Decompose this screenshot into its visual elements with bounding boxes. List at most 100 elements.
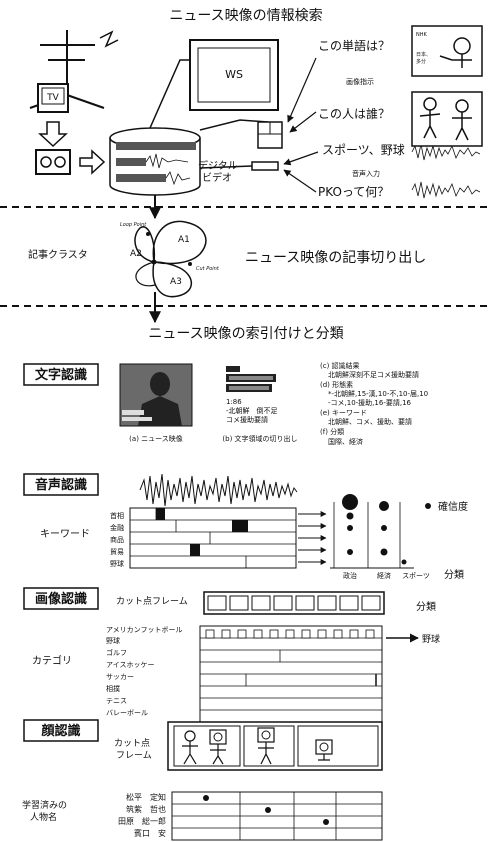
cluster-title: ニュース映像の記事切り出し <box>245 249 426 266</box>
confidence-matrix <box>330 494 431 569</box>
keyword-row-label: 首相 <box>110 511 124 520</box>
keyword-grid <box>129 507 297 569</box>
caption-news-video: (a) ニュース映像 <box>129 434 183 443</box>
keyword-arrows <box>298 511 327 565</box>
arrow-query-word <box>287 57 317 123</box>
image-label-box <box>23 587 99 610</box>
digital-video-label-1: デジタル <box>198 159 238 172</box>
digital-video-storage-icon <box>109 127 201 196</box>
voice-input-label: 音声入力 <box>352 169 380 178</box>
small-caption-1: 日本、 <box>416 51 431 58</box>
digital-video-label-2: ビデオ <box>202 171 232 184</box>
ws-label: WS <box>225 68 243 81</box>
microphone-icon <box>199 161 279 171</box>
extract-line-1: 1:86 <box>226 398 242 406</box>
result-line: 北朝鮮、コメ、援助、要請 <box>328 417 412 426</box>
nhk-label: NHK <box>416 32 428 38</box>
category-row-label: バレーボール <box>106 709 148 717</box>
char-label: 文字認識 <box>35 367 87 383</box>
extract-line-2: -北朝鮮 倒不足 <box>226 406 278 415</box>
region-a1: A1 <box>178 235 190 245</box>
keyword-row-label: 商品 <box>110 535 124 544</box>
query-pko: PKOって何？ <box>318 185 389 199</box>
person-name: 賓口 安 <box>134 828 166 838</box>
tv-label: TV <box>46 93 59 103</box>
category-label: カテゴリ <box>32 654 72 667</box>
voice-label-box <box>23 473 99 496</box>
mouse-icon <box>257 121 283 149</box>
result-line: (e) キーワード <box>320 409 367 417</box>
image-instruction-label: 画像指示 <box>346 77 374 86</box>
char-label-box <box>23 363 99 386</box>
loop-point-label: Loop Point <box>120 222 147 228</box>
article-cluster-diagram <box>134 220 207 298</box>
category-row-label: サッカー <box>106 673 134 681</box>
voice-label: 音声認識 <box>35 477 87 493</box>
vcr-cassette-icon <box>35 149 71 175</box>
keyword-row-label: 野球 <box>110 559 124 568</box>
face-cut-frames <box>167 721 383 771</box>
arrow-query-person <box>289 111 317 133</box>
image-classification-label: 分類 <box>416 601 436 613</box>
voice-category: 政治 <box>343 571 357 580</box>
keyword-row-label: 金融 <box>110 523 124 532</box>
result-line: (c) 認識結果 <box>320 361 360 370</box>
query-sports: スポーツ、野球 <box>322 143 405 157</box>
keyword-label: キーワード <box>40 529 90 540</box>
region-a3: A3 <box>170 277 182 287</box>
face-match-grid <box>171 791 383 841</box>
voice-classification-label: 分類 <box>444 569 464 581</box>
category-row-label: アメリカンフットボール <box>106 626 182 634</box>
voice-category: 経済 <box>377 571 391 580</box>
cut-point-label: Cut Point <box>196 266 220 272</box>
category-row-label: ゴルフ <box>106 648 127 657</box>
news-frame-thumbnail-1: NHK 日本、 多分 <box>411 25 483 77</box>
down-arrow-icon <box>38 121 68 148</box>
arrow-query-pko <box>283 169 317 193</box>
category-grid <box>199 625 383 723</box>
person-name: 田原 総一郎 <box>118 816 166 826</box>
category-row-label: 相撲 <box>106 684 120 693</box>
face-label: 顔認識 <box>40 723 80 739</box>
news-video-frame <box>119 363 193 427</box>
waveform-pko <box>411 181 481 199</box>
recognition-results: (c) 認識結果 北朝鮮深刻不足コメ援助要請 (d) 形態素 *-北朝鮮,15-… <box>320 361 428 446</box>
person-name: 松平 定知 <box>126 792 166 802</box>
confidence-label: 確信度 <box>438 500 468 513</box>
category-row-label: 野球 <box>106 636 120 645</box>
region-a2: A2 <box>130 249 142 259</box>
antenna-icon <box>29 30 119 109</box>
face-label-box <box>23 719 99 742</box>
learned-names-label-1: 学習済みの <box>22 799 67 811</box>
keyword-row-label: 貿易 <box>110 547 124 556</box>
person-name: 筑紫 哲也 <box>126 804 166 814</box>
arrow-query-sports <box>283 151 319 166</box>
image-result-label: 野球 <box>422 633 440 645</box>
tv-icon: TV <box>37 83 69 113</box>
cluster-label: 記事クラスタ <box>28 248 88 261</box>
category-row-label: テニス <box>106 697 127 705</box>
learned-names-label-2: 人物名 <box>30 811 57 823</box>
face-cut-frame-label-1: カット点 <box>114 738 150 749</box>
query-person: この人は誰？ <box>318 106 390 121</box>
image-cut-frame-label: カット点フレーム <box>116 596 188 607</box>
query-word: この単語は？ <box>318 38 390 53</box>
small-caption-2: 多分 <box>416 58 426 65</box>
result-line: -コメ,10-援助,16-要請,16 <box>328 398 412 407</box>
result-line: (d) 形態素 <box>320 380 353 389</box>
workstation-icon: WS <box>149 39 279 131</box>
voice-category: スポーツ <box>402 572 430 580</box>
result-line: 国際、経済 <box>328 437 363 446</box>
text-region-extract <box>226 366 276 392</box>
face-cut-frame-label-2: フレーム <box>116 750 152 761</box>
result-line: *-北朝鮮,15-漢,10-不,10-届,10 <box>328 389 428 398</box>
extract-line-3: コメ援助要請 <box>226 415 268 424</box>
caption-text-region: (b) 文字領域の切り出し <box>222 434 297 443</box>
category-row-label: アイスホッケー <box>106 661 154 669</box>
main-title: ニュース映像の情報検索 <box>169 7 322 24</box>
image-cut-frames <box>203 591 385 615</box>
result-line: 北朝鮮深刻不足コメ援助要請 <box>328 370 419 379</box>
voice-waveform <box>139 473 298 507</box>
result-line: (f) 分類 <box>320 427 344 436</box>
